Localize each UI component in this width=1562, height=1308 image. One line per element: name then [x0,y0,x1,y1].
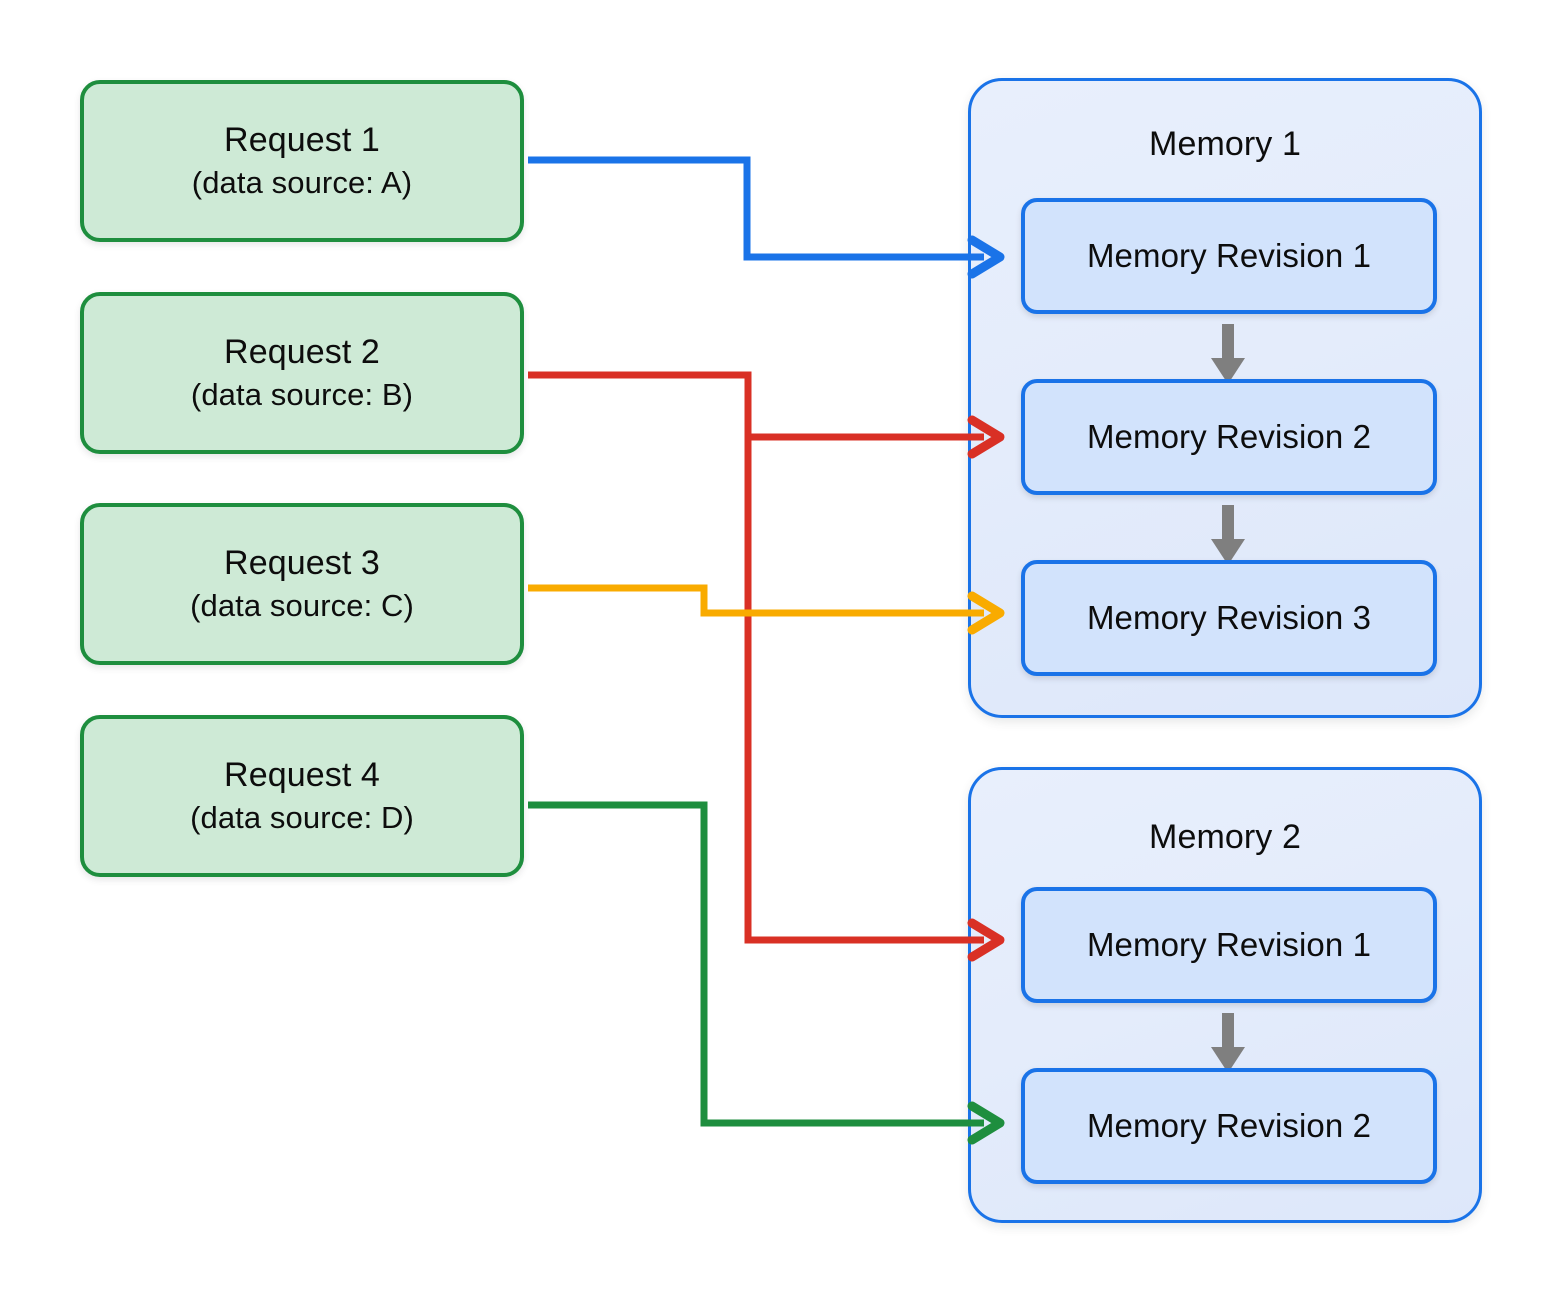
request-4-title: Request 4 [224,756,380,795]
memory-1-title: Memory 1 [1149,125,1301,163]
memory-container-2[interactable]: Memory 2 Memory Revision 1 Memory Revisi… [968,767,1482,1223]
memory-2-revision-2-label: Memory Revision 2 [1086,1107,1372,1144]
request-box-1[interactable]: Request 1 (data source: A) [80,80,524,242]
memory-2-revision-1-label: Memory Revision 1 [1086,926,1372,963]
sequence-arrow-m1-rev2-to-rev3 [1211,505,1245,565]
request-4-subtitle: (data source: D) [190,800,414,836]
connector-request3-to-memory1-revision3 [528,584,1005,635]
request-box-4[interactable]: Request 4 (data source: D) [80,715,524,877]
request-1-title: Request 1 [224,121,380,160]
request-3-title: Request 3 [224,544,380,583]
sequence-arrow-m1-rev1-to-rev2 [1211,324,1245,384]
request-2-title: Request 2 [224,333,380,372]
connector-request1-to-memory1-revision1 [528,156,1005,279]
request-1-subtitle: (data source: A) [191,165,413,201]
memory-1-revision-box-2[interactable]: Memory Revision 2 [1021,379,1437,495]
sequence-arrow-m2-rev1-to-rev2 [1211,1013,1245,1073]
request-box-2[interactable]: Request 2 (data source: B) [80,292,524,454]
memory-1-revision-3-label: Memory Revision 3 [1086,599,1372,636]
memory-1-revision-box-3[interactable]: Memory Revision 3 [1021,560,1437,676]
request-box-3[interactable]: Request 3 (data source: C) [80,503,524,665]
request-3-subtitle: (data source: C) [190,588,414,624]
memory-2-revision-box-2[interactable]: Memory Revision 2 [1021,1068,1437,1184]
memory-1-revision-2-label: Memory Revision 2 [1086,418,1372,455]
connector-request2-to-memory1-revision2-and-memory2-revision1 [528,371,1005,962]
connector-request4-to-memory2-revision2 [528,801,1005,1145]
memory-2-title: Memory 2 [1149,818,1301,856]
request-2-subtitle: (data source: B) [190,377,414,413]
memory-container-1[interactable]: Memory 1 Memory Revision 1 Memory Revisi… [968,78,1482,718]
memory-1-revision-box-1[interactable]: Memory Revision 1 [1021,198,1437,314]
memory-2-revision-box-1[interactable]: Memory Revision 1 [1021,887,1437,1003]
memory-1-revision-1-label: Memory Revision 1 [1086,237,1372,274]
